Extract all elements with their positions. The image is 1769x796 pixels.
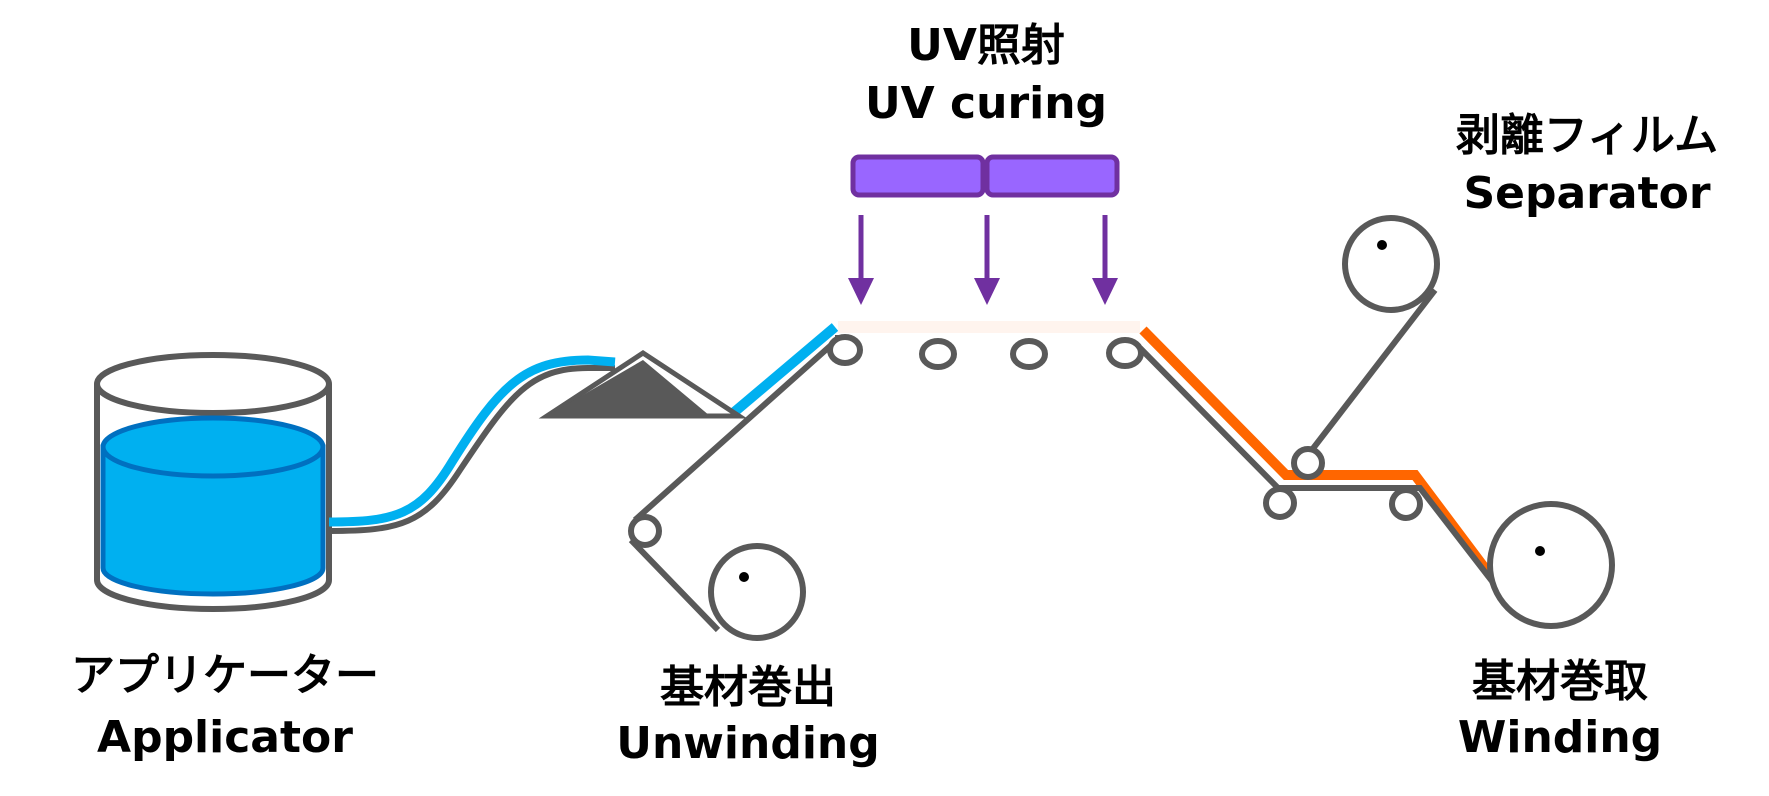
label-unwinding-en: Unwinding [616, 718, 880, 769]
uv-roller-2 [919, 338, 957, 370]
laminate-roller-1 [1263, 486, 1297, 520]
tank-bottom-rim [94, 579, 332, 612]
label-separator-ja: 剥離フィルム [1456, 110, 1718, 161]
uv-arrow-1-head [848, 278, 874, 305]
separator-roll-center [1377, 240, 1387, 250]
uv-arrows [848, 215, 1118, 305]
cured-film-on-web [838, 321, 1140, 333]
winding-roll-center [1535, 546, 1545, 556]
label-winding-ja: 基材巻取 [1472, 656, 1648, 707]
uv-roller-1 [827, 334, 863, 366]
uv-arrow-2-head [974, 278, 1000, 305]
tank-top-rim [94, 352, 332, 416]
resin-tank-icon [94, 352, 332, 612]
label-winding-en: Winding [1458, 712, 1662, 763]
resin-liquid-surface [100, 415, 326, 479]
resin-liquid-body [100, 444, 326, 597]
uv-arrow-3-head [1092, 278, 1118, 305]
coating-die-fill [547, 360, 710, 416]
laminated-web-strip [1139, 326, 1494, 578]
coated-web-segment [728, 323, 839, 418]
roller-icon [628, 215, 1615, 641]
uv-lamp-left [850, 154, 986, 198]
label-unwinding-ja: 基材巻出 [660, 662, 836, 713]
uv-roller-3 [1010, 338, 1048, 370]
separator-film-line [1305, 288, 1438, 457]
supply-hose-resin [328, 355, 616, 527]
label-applicator-en: Applicator [97, 712, 353, 763]
supply-hose-outer [328, 365, 615, 534]
laminate-roller-2 [1389, 487, 1423, 521]
unwinding-roll-center [739, 572, 749, 582]
unwinding-roll [708, 543, 806, 641]
web-to-winding [1137, 345, 1498, 587]
uv-lamp-icon [850, 154, 1120, 198]
web-unwind-to-idler [628, 537, 721, 633]
winding-roll [1487, 501, 1615, 629]
roll-center-dots [739, 240, 1545, 582]
label-separator-en: Separator [1463, 168, 1710, 219]
label-uv-en: UV curing [865, 78, 1107, 129]
coating-die-icon [538, 350, 748, 419]
uv-roller-4 [1106, 337, 1144, 369]
separator-roll [1342, 215, 1440, 313]
separator-idler-roller [1291, 446, 1325, 480]
label-uv-ja: UV照射 [907, 20, 1065, 71]
uv-lamp-right [984, 154, 1120, 198]
label-applicator-ja: アプリケーター [71, 650, 379, 701]
web-idler-to-uv [633, 336, 840, 523]
idler-roller-unwind [628, 514, 662, 548]
